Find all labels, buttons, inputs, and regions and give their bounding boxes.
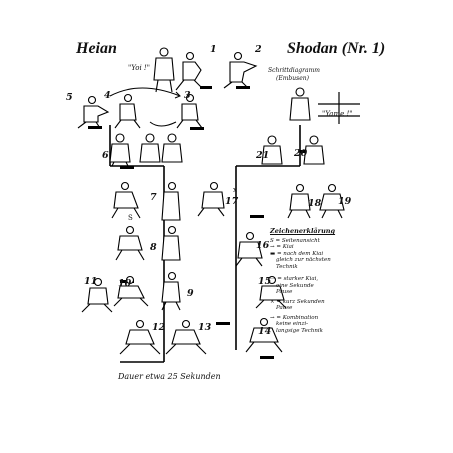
mark-x: x xyxy=(233,186,237,194)
call-yoi: "Yoi !" xyxy=(128,64,150,72)
step-14: 14 xyxy=(258,326,272,337)
figure-yoi xyxy=(153,47,175,93)
figure-6c xyxy=(161,133,183,163)
legend-item: → = Kombination xyxy=(270,314,319,321)
title-heian: Heian xyxy=(76,40,117,57)
figure-13 xyxy=(165,319,207,355)
figure-6 xyxy=(109,133,131,167)
figure-9 xyxy=(161,271,181,311)
figure-12 xyxy=(119,319,161,355)
step-21: 21 xyxy=(256,150,270,161)
step-12: 12 xyxy=(152,322,166,333)
step-2: 2 xyxy=(255,44,262,55)
figure-10 xyxy=(113,275,149,307)
title-shodan: Shodan (Nr. 1) xyxy=(287,40,386,57)
figure-1 xyxy=(175,51,203,91)
figure-5 xyxy=(77,95,110,129)
legend-item: ▬ = nach dem Kiai xyxy=(270,250,324,257)
legend-item: S = Seitenansicht xyxy=(270,237,320,244)
legend-item: langsige Technik xyxy=(276,327,323,334)
legend-item: eine Sekunde xyxy=(276,282,314,289)
step-8: 8 xyxy=(150,242,157,253)
legend-item: × = kurz Sekunden xyxy=(270,298,325,305)
figure-7 xyxy=(111,181,141,219)
step-10: 10 xyxy=(118,278,132,289)
legend-item: Technik xyxy=(276,263,298,270)
figure-17 xyxy=(197,181,225,217)
step-3: 3 xyxy=(184,90,191,101)
floor-plan-icon xyxy=(318,92,360,124)
figure-18 xyxy=(287,183,311,219)
figure-11 xyxy=(81,277,113,313)
figure-7b xyxy=(161,181,181,221)
legend-title: Zeichenerklärung xyxy=(270,227,336,235)
figure-20 xyxy=(303,135,325,165)
legend-item: Pause xyxy=(276,305,293,311)
figure-19 xyxy=(319,183,345,219)
figure-2 xyxy=(223,51,258,89)
embusen-path xyxy=(109,125,301,363)
step-11: 11 xyxy=(84,276,98,287)
call-yame: "Yame !" xyxy=(322,110,353,118)
figures xyxy=(77,47,345,355)
figure-21 xyxy=(261,135,283,165)
figure-16 xyxy=(255,275,287,309)
floor-plan-sub: (Embusen) xyxy=(276,75,309,82)
legend-item: → = Kiai xyxy=(270,244,294,250)
legend-item: — = starker Kiai, xyxy=(270,276,319,282)
figure-14 xyxy=(245,317,283,353)
step-1: 1 xyxy=(210,44,217,55)
floor-plan-label: Schrittdiagramm xyxy=(268,67,320,74)
step-15: 15 xyxy=(258,276,272,287)
figure-15 xyxy=(235,231,263,267)
legend: Zeichenerklärung S = Seitenansicht → = K… xyxy=(270,228,350,334)
step-9: 9 xyxy=(187,288,194,299)
legend-item: keine einzi- xyxy=(276,321,308,327)
step-5: 5 xyxy=(66,92,73,103)
figure-4 xyxy=(114,93,141,129)
step-20: 20 xyxy=(294,148,308,159)
legend-item: gleich zur nächsten xyxy=(276,257,331,263)
step-4: 4 xyxy=(104,90,111,101)
step-18: 18 xyxy=(308,198,322,209)
step-13: 13 xyxy=(198,322,212,333)
step-19: 19 xyxy=(338,196,352,207)
figure-6b xyxy=(139,133,161,163)
figure-8b xyxy=(161,225,181,261)
direction-arrows xyxy=(109,87,181,127)
figure-3 xyxy=(176,93,203,129)
duration-note: Dauer etwa 25 Sekunden xyxy=(118,372,221,381)
legend-item: Pause xyxy=(276,289,293,295)
step-6: 6 xyxy=(102,150,109,161)
figure-8 xyxy=(115,225,145,261)
step-16: 16 xyxy=(256,240,270,251)
mark-s: S xyxy=(128,214,133,222)
step-7: 7 xyxy=(150,192,157,203)
step-17: 17 xyxy=(225,196,239,207)
figure-yame xyxy=(289,87,311,121)
